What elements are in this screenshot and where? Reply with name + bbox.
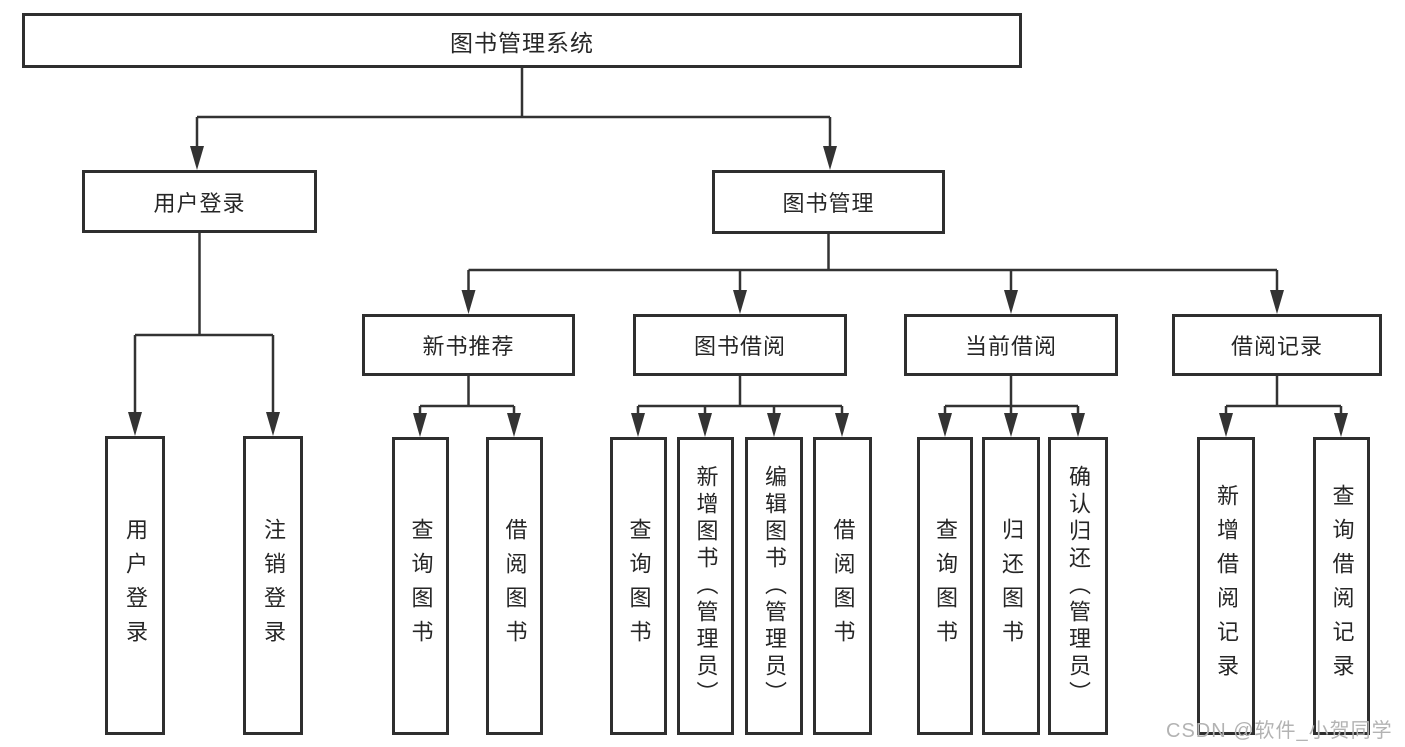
leaf-return-books: 归还图书 xyxy=(982,437,1040,735)
node-new-book-recommend: 新书推荐 xyxy=(362,314,575,376)
node-label: 图书管理 xyxy=(782,191,875,216)
node-label: 查询图书 xyxy=(408,518,434,654)
node-user-login: 用户登录 xyxy=(82,170,317,233)
node-label: 归还图书 xyxy=(999,518,1024,654)
leaf-borrow-books: 借阅图书 xyxy=(813,437,872,735)
node-book-management: 图书管理 xyxy=(712,170,945,234)
leaf-add-borrow-record: 新增借阅记录 xyxy=(1197,437,1255,735)
node-label: 新增图书（管理员） xyxy=(693,464,719,708)
node-borrow-records: 借阅记录 xyxy=(1172,314,1382,376)
node-label: 当前借阅 xyxy=(964,334,1057,359)
leaf-edit-book-admin: 编辑图书（管理员） xyxy=(745,437,803,735)
leaf-confirm-return-admin: 确认归还（管理员） xyxy=(1048,437,1108,735)
node-label: 用户登录 xyxy=(153,190,246,216)
node-library-management-system: 图书管理系统 xyxy=(22,13,1022,68)
leaf-borrow-books-recommend: 借阅图书 xyxy=(486,437,543,735)
leaf-logout: 注销登录 xyxy=(243,436,303,735)
node-label: 新增借阅记录 xyxy=(1214,484,1239,688)
node-label: 查询借阅记录 xyxy=(1329,484,1355,688)
node-label: 借阅图书 xyxy=(830,518,856,654)
tree-connector-path xyxy=(135,68,1341,408)
leaf-query-books-current: 查询图书 xyxy=(917,437,973,735)
leaf-user-login: 用户登录 xyxy=(105,436,165,735)
leaf-query-borrow-record: 查询借阅记录 xyxy=(1313,437,1370,735)
node-label: 新书推荐 xyxy=(422,334,515,359)
node-current-borrow: 当前借阅 xyxy=(904,314,1118,376)
node-book-borrow: 图书借阅 xyxy=(633,314,847,376)
node-label: 用户登录 xyxy=(123,517,148,654)
watermark: CSDN @软件_小贺同学 xyxy=(1166,720,1393,742)
node-label: 确认归还（管理员） xyxy=(1066,464,1091,708)
node-label: 借阅图书 xyxy=(502,518,528,654)
node-label: 注销登录 xyxy=(261,517,286,654)
node-label: 编辑图书（管理员） xyxy=(762,464,787,708)
leaf-query-books-recommend: 查询图书 xyxy=(392,437,449,735)
node-label: 图书管理系统 xyxy=(450,29,594,56)
leaf-add-book-admin: 新增图书（管理员） xyxy=(677,437,734,735)
arrowheads xyxy=(128,117,1348,437)
node-label: 图书借阅 xyxy=(693,334,786,359)
node-label: 借阅记录 xyxy=(1230,334,1323,359)
leaf-query-books-borrow: 查询图书 xyxy=(610,437,667,735)
node-label: 查询图书 xyxy=(626,518,652,654)
node-label: 查询图书 xyxy=(933,518,958,654)
